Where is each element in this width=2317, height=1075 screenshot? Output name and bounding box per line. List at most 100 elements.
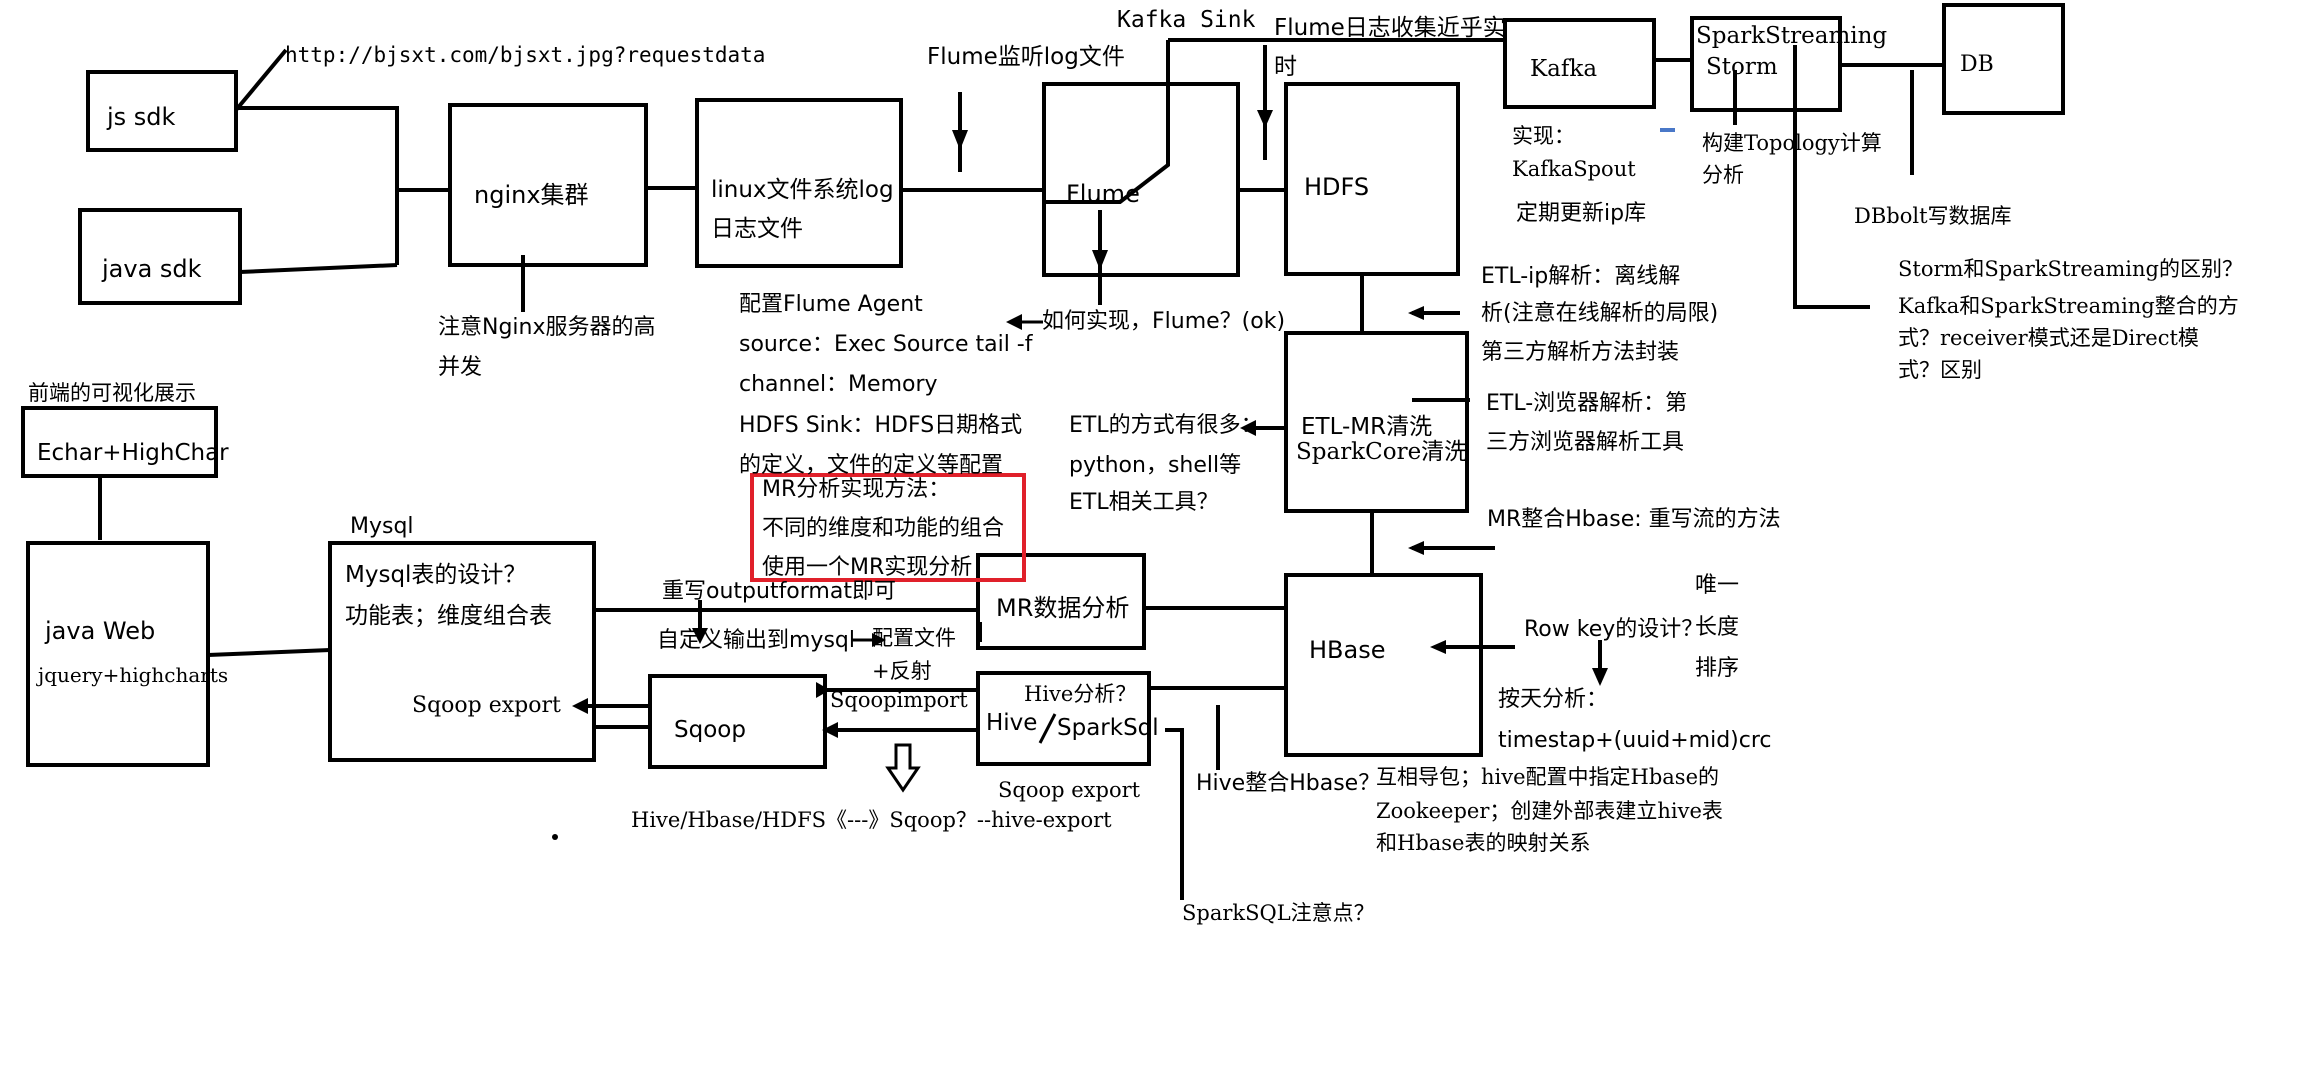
mr-impl-note-2: 不同的维度和功能的组合 [762, 516, 1004, 541]
etl-ways-arrowhead [1240, 420, 1256, 436]
storm-diff-note: Storm和SparkStreaming的区别？ [1898, 257, 2243, 281]
etl-ways-note-2: python，shell等 [1069, 453, 1241, 478]
javaweb-box [26, 541, 210, 767]
nginx-box [448, 103, 648, 267]
flume-monitor-arrowhead [952, 130, 968, 150]
url-note: http://bjsxt.com/bjsxt.jpg?requestdata [285, 43, 765, 67]
nginx-note-1: 注意Nginx服务器的高 [438, 315, 656, 340]
how-flume-note: 如何实现，Flume？(ok) [1042, 309, 1285, 334]
linux-log-label-2: 日志文件 [711, 216, 803, 242]
by-day-arrowhead [1592, 668, 1608, 686]
update-ip-note: 定期更新ip库 [1516, 201, 1646, 226]
etl-ways-note-1: ETL的方式有很多： [1069, 413, 1263, 438]
javaweb-label: java Web [44, 617, 155, 645]
js-sdk-nginx-line [236, 106, 399, 265]
mysql-label-note: Mysql [350, 514, 414, 539]
config-file-note-1: 配置文件 [872, 626, 956, 650]
unique-note-2: 长度 [1695, 615, 1739, 640]
config-file-arrowhead [872, 633, 886, 647]
sqoop-bottom-arrowhead [822, 722, 838, 738]
hive-hbase-pkg-note-1: 互相导包；hive配置中指定Hbase的 [1376, 765, 1719, 789]
by-day-note-2: timestap+(uuid+mid)crc [1498, 728, 1772, 753]
flume-realtime-note-1: Flume日志收集近乎实 [1274, 15, 1506, 41]
sqoop-import-note: Sqoopimport [830, 688, 968, 712]
hive-export-note: Hive/Hbase/HDFS《---》Sqoop？--hive-export [631, 808, 1112, 832]
java-sdk-label: java sdk [101, 255, 202, 283]
spark-question-line [1793, 45, 1870, 309]
rowkey-arrowhead [1430, 640, 1446, 654]
config-file-note-2: +反射 [872, 659, 932, 683]
nginx-label: nginx集群 [474, 181, 589, 209]
hive-hbase-pkg-note-2: Zookeeper；创建外部表建立hive表 [1376, 799, 1723, 823]
stray-dot [552, 834, 558, 840]
javaweb-jquery-label: jquery+highcharts [36, 663, 228, 687]
mysql-javaweb-line [207, 648, 331, 657]
sqoop-box [648, 674, 827, 769]
kafka-spark-note-2: 式？receiver模式还是Direct模 [1898, 326, 2199, 350]
flume-cfg-note-5: 的定义，文件的定义等配置 [739, 453, 1003, 478]
echar-label: Echar+HighChar [37, 440, 229, 466]
etl-ip-note-1: ETL-ip解析：离线解 [1481, 264, 1680, 289]
nginx-note-2: 并发 [438, 355, 482, 380]
flume-inner-line [1044, 40, 1170, 204]
java-sdk-box [78, 208, 242, 305]
hive-hbase-pkg-note-3: 和Hbase表的映射关系 [1376, 831, 1590, 855]
etl-label-1: ETL-MR清洗 [1301, 414, 1432, 440]
kafka-spark-note-1: Kafka和SparkStreaming整合的方 [1898, 294, 2239, 318]
echar-box [21, 406, 218, 478]
hollow-down-arrow [885, 743, 921, 793]
hdfs-label: HDFS [1304, 173, 1369, 201]
mysql-sqoop-export-label: Sqoop export [412, 693, 561, 718]
etl-ip-note-3: 第三方解析方法封装 [1481, 340, 1679, 365]
flume-how-left-arrowhead [1006, 314, 1022, 330]
linux-log-label-1: linux文件系统log [711, 177, 894, 203]
flume-cfg-note-4: HDFS Sink：HDFS日期格式 [739, 413, 1022, 438]
rowkey-note: Row key的设计？ [1524, 617, 1703, 642]
spark-streaming-label: SparkStreaming [1696, 23, 1887, 49]
sparksql-note: SparkSQL注意点？ [1182, 901, 1375, 925]
custom-output-note: 自定义输出到mysql [657, 628, 855, 653]
etl-box [1284, 331, 1469, 513]
kafka-box [1503, 18, 1656, 109]
sparksql-label: SparkSql [1057, 715, 1159, 741]
db-box [1942, 3, 2065, 115]
sqoop-mysql-arrowhead [572, 698, 588, 714]
hive-box [976, 671, 1151, 766]
kafka-label: Kafka [1530, 56, 1597, 82]
mr-box [976, 553, 1146, 650]
etl-browser-note-2: 三方浏览器解析工具 [1486, 430, 1684, 455]
storm-label: Storm [1706, 54, 1778, 80]
db-label: DB [1960, 52, 1994, 77]
etl-label-2: SparkCore清洗 [1296, 439, 1467, 465]
js-sdk-url-line [234, 48, 288, 112]
sqoop-export-note: Sqoop export [998, 778, 1141, 802]
mr-impl-note-1: MR分析实现方法： [762, 477, 950, 502]
sqoop-import-arrowhead [816, 682, 830, 698]
flume-box [1042, 82, 1240, 277]
mr-impl-highlight-box [750, 473, 1026, 582]
js-sdk-box [86, 70, 238, 152]
sparksql-note-line [1165, 728, 1184, 900]
etl-ip-arrowhead [1408, 306, 1424, 320]
mysql-tables-label: 功能表；维度组合表 [345, 603, 552, 629]
impl-note-1: 实现： [1512, 124, 1575, 148]
etl-ip-note-2: 析(注意在线解析的局限) [1481, 301, 1718, 326]
topology-note-1: 构建Topology计算 [1702, 131, 1882, 155]
hive-question-note: Hive分析？ [1024, 682, 1136, 706]
kafka-sink-note: Kafka Sink [1117, 7, 1256, 33]
flume-realtime-note-2: 时 [1274, 54, 1297, 80]
flume-cfg-note-3: channel：Memory [739, 372, 938, 397]
mr-label: MR数据分析 [996, 594, 1129, 622]
etl-browser-note-1: ETL-浏览器解析：第 [1486, 391, 1687, 416]
impl-note-2: KafkaSpout [1512, 157, 1636, 181]
flume-monitor-note: Flume监听log文件 [927, 44, 1125, 70]
hbase-box [1284, 573, 1483, 757]
topology-note-2: 分析 [1702, 163, 1744, 187]
js-sdk-label: js sdk [106, 103, 176, 131]
linux-log-box [695, 98, 903, 268]
realtime-arrowhead [1257, 110, 1273, 128]
by-day-note-1: 按天分析： [1498, 687, 1608, 712]
mr-hbase-note: MR整合Hbase: 重写流的方法 [1487, 507, 1781, 532]
flume-how-arrowhead [1092, 250, 1108, 270]
